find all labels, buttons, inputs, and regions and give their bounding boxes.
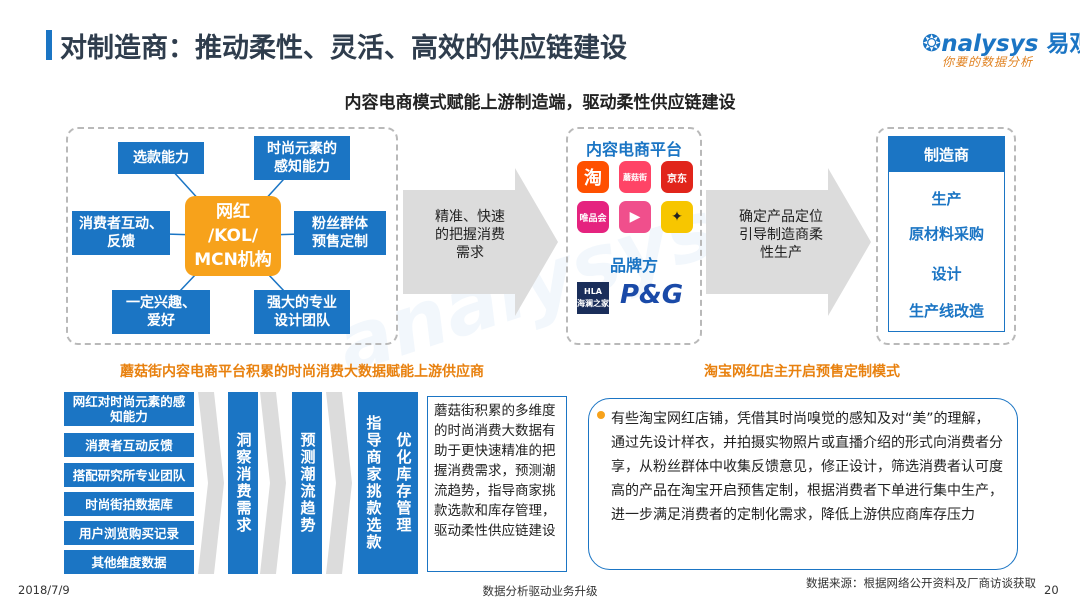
taobao-caption: 淘宝网红店主开启预售定制模式	[704, 364, 900, 380]
yellow-app-icon: ✦	[661, 201, 693, 233]
mfg-item-materials: 原材料采购	[908, 225, 984, 243]
page-title: 对制造商：推动柔性、灵活、高效的供应链建设	[60, 33, 627, 64]
cluster-item-design-team: 强大的专业 设计团队	[254, 290, 350, 334]
bullet-icon	[597, 411, 605, 419]
process-insight: 洞察消费需求	[228, 392, 258, 574]
footer-date: 2018/7/9	[18, 583, 70, 597]
title-accent-bar	[46, 30, 52, 60]
arrow-right-icon	[706, 168, 871, 316]
taobao-description: 有些淘宝网红店铺，凭借其时尚嗅觉的感知及对“美”的理解，通过先设计样衣，并拍摄实…	[611, 411, 1003, 523]
mogujie-caption: 蘑菇街内容电商平台积累的时尚消费大数据赋能上游供应商	[120, 364, 484, 380]
arrow2-label: 确定产品定位 引导制造商柔 性生产	[739, 209, 823, 261]
logo-text: nalysys	[941, 31, 1039, 57]
process-chevrons	[198, 392, 352, 574]
kol-cluster-frame	[66, 127, 398, 345]
data-source-item: 时尚街拍数据库	[64, 492, 194, 516]
taobao-app-icon: 淘	[577, 161, 609, 193]
brand-title: 品牌方	[609, 256, 658, 275]
mogujie-app-icon: 蘑菇街	[619, 161, 651, 193]
page-number: 20	[1044, 583, 1059, 597]
manufacturer-head: 制造商	[888, 136, 1005, 172]
platform-title: 内容电商平台	[585, 140, 682, 159]
footer-source: 数据来源：根据网络公开资料及厂商访谈获取	[806, 576, 1036, 590]
cluster-item-interaction: 消费者互动、 反馈	[72, 211, 170, 255]
arrow-right-icon	[403, 168, 558, 316]
cluster-item-presale: 粉丝群体 预售定制	[294, 211, 386, 255]
section-subtitle: 内容电商模式赋能上游制造端，驱动柔性供应链建设	[344, 93, 736, 113]
arrow1-label: 精准、快速 的把握消费 需求	[435, 209, 505, 261]
data-source-item: 搭配研究所专业团队	[64, 463, 194, 487]
mfg-item-design: 设计	[931, 265, 962, 283]
process-forecast: 预测潮流趋势	[292, 392, 322, 574]
logo-mark-icon: ❂	[922, 31, 942, 57]
logo-cn: 易观	[1046, 31, 1080, 57]
process-inventory: 优化库存管理	[388, 392, 418, 574]
video-app-icon: ▶	[619, 201, 651, 233]
mfg-item-line-upgrade: 生产线改造	[908, 302, 984, 320]
vip-app-icon: 唯品会	[577, 201, 609, 233]
manufacturer-frame	[876, 127, 1016, 345]
data-source-item: 其他维度数据	[64, 550, 194, 574]
data-source-item: 网红对时尚元素的感 知能力	[64, 392, 194, 426]
cluster-item-selection: 选款能力	[118, 142, 204, 174]
jd-app-icon: 京东	[661, 161, 693, 193]
analysys-logo: ❂nalysys 易观	[922, 24, 1080, 58]
footer-tagline: 数据分析驱动业务升级	[482, 584, 598, 598]
cluster-item-trend-sense: 时尚元素的 感知能力	[254, 136, 350, 180]
mfg-item-production: 生产	[931, 190, 962, 208]
platform-frame	[566, 127, 702, 345]
mogujie-description: 蘑菇街积累的多维度的时尚消费大数据有助于更快速精准的把握消费需求，预测潮流趋势，…	[427, 396, 567, 572]
taobao-description-box: 有些淘宝网红店铺，凭借其时尚嗅觉的感知及对“美”的理解，通过先设计样衣，并拍摄实…	[588, 398, 1018, 570]
data-source-item: 消费者互动反馈	[64, 433, 194, 457]
process-guide-optimize: 指导商家挑款选款	[358, 392, 388, 574]
logo-tagline: 你要的数据分析	[942, 55, 1034, 69]
cluster-item-interest: 一定兴趣、 爱好	[112, 290, 210, 334]
platform-app-grid: 淘 蘑菇街 京东 唯品会 ▶ ✦	[577, 161, 693, 233]
pg-brand-logo: P&G	[620, 280, 684, 310]
cluster-center-kol: 网红 /KOL/ MCN机构	[185, 196, 281, 276]
hla-brand-logo: HLA 海澜之家	[577, 282, 609, 314]
data-source-item: 用户浏览购买记录	[64, 521, 194, 545]
